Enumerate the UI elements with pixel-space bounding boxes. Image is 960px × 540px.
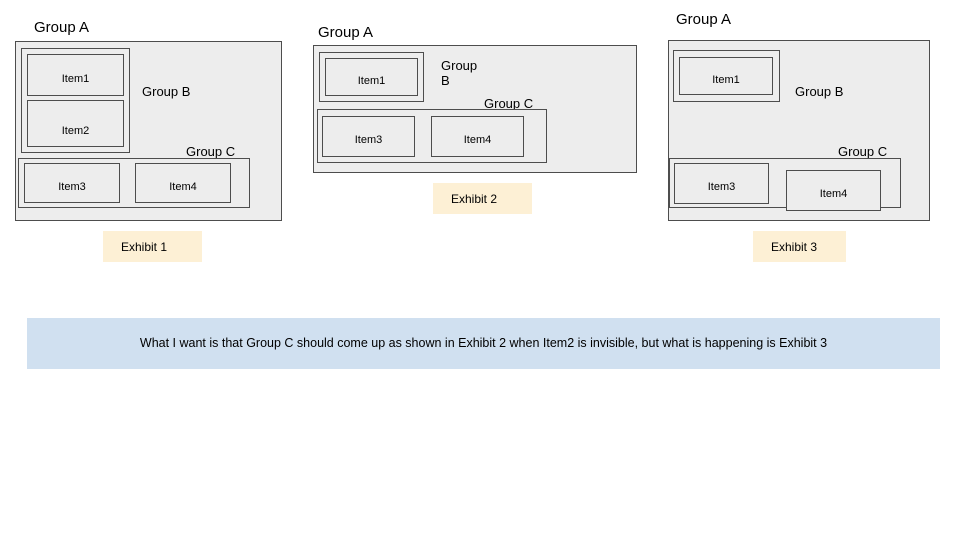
exhibit-1-caption: Exhibit 1 (103, 231, 202, 262)
exhibit-3-item-1-box[interactable] (679, 57, 773, 95)
exhibit-3-item-3-box[interactable] (674, 163, 769, 204)
exhibit-2-item-3-box[interactable] (322, 116, 415, 157)
exhibit-2-group-c-label: Group C (484, 96, 534, 111)
exhibit-1-item-3-label: Item3 (58, 181, 86, 193)
note-banner: What I want is that Group C should come … (27, 318, 940, 369)
exhibit-2-caption: Exhibit 2 (433, 183, 532, 214)
exhibit-1-group-a-label: Group A (34, 19, 90, 36)
exhibit-3-caption: Exhibit 3 (753, 231, 846, 262)
exhibit-1-item-2-box[interactable] (27, 100, 124, 147)
exhibit-1-item-4-box[interactable] (135, 163, 231, 203)
exhibit-3-item-1-label: Item1 (712, 74, 740, 86)
exhibit-3-item-4-box[interactable] (786, 170, 881, 211)
exhibit-3-group-a-label: Group A (676, 11, 732, 28)
exhibit-2-item-4-box[interactable] (431, 116, 524, 157)
exhibit-1-group-c-label: Group C (186, 144, 236, 159)
exhibit-1-item-3-box[interactable] (24, 163, 120, 203)
exhibit-1-group-b-label: Group B (142, 84, 191, 99)
note-banner-text: What I want is that Group C should come … (139, 336, 828, 350)
exhibit-2-item-4-label: Item4 (463, 134, 492, 146)
exhibit-1-item-2-label: Item2 (61, 125, 90, 137)
exhibit-2-item-1-box[interactable] (325, 58, 418, 96)
exhibit-2-item-3-label: Item3 (354, 134, 383, 146)
exhibit-3-item-4-label: Item4 (819, 188, 848, 200)
exhibit-1-item-1-label: Item1 (61, 73, 90, 85)
exhibit-2-group-b-label: Group B (441, 58, 478, 88)
exhibit-1-item-4-label: Item4 (169, 181, 197, 193)
exhibit-2-group-a-label: Group A (318, 24, 374, 41)
exhibit-3-group-b-label: Group B (795, 84, 844, 99)
exhibit-2-item-1-label: Item1 (357, 75, 386, 87)
exhibit-3-item-3-label: Item3 (707, 181, 736, 193)
exhibit-3-group-c-label: Group C (838, 144, 888, 159)
exhibit-1-item-1-box[interactable] (27, 54, 124, 96)
